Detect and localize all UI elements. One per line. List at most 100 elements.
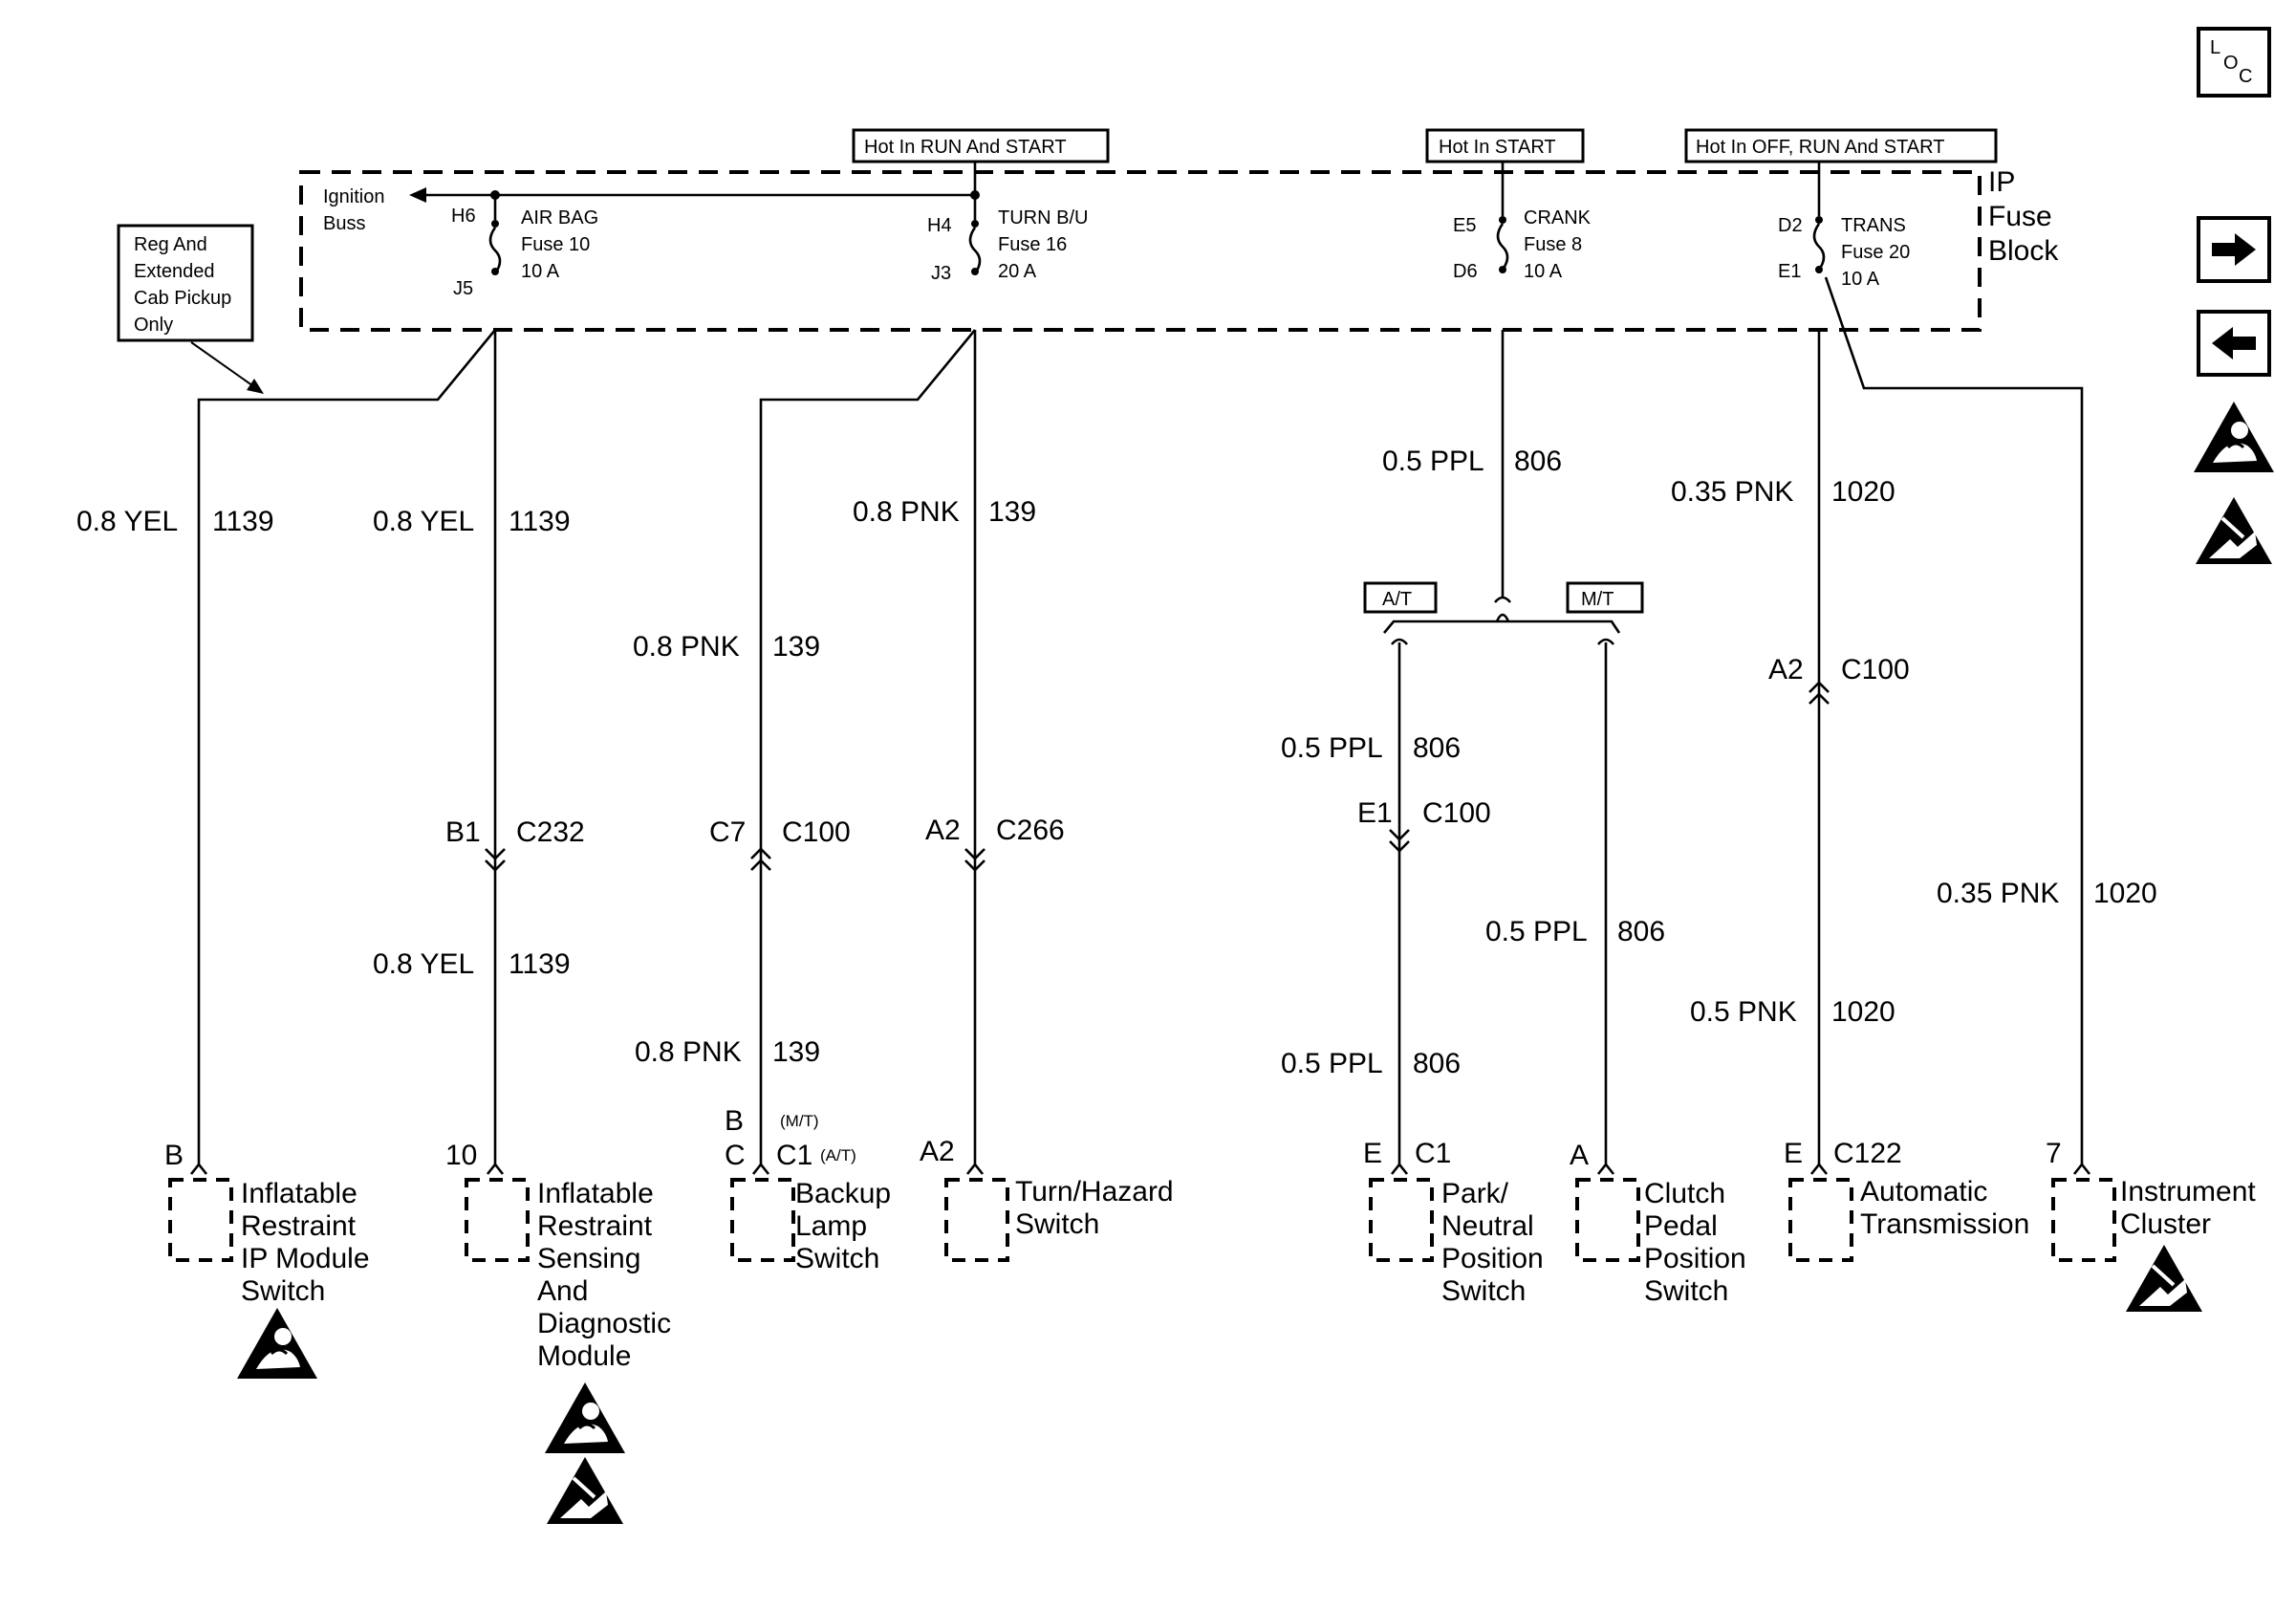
fuse-out-pin: D6 (1453, 261, 1478, 282)
loc-letter: C (2239, 66, 2252, 87)
component-label: Inflatable (537, 1178, 654, 1209)
wire-size-color: 0.8 YEL (373, 948, 474, 980)
component-label: Switch (241, 1275, 325, 1307)
fuse-block-label-1: IP (1988, 166, 2015, 198)
option-tag: (M/T) (780, 1112, 819, 1130)
fuse-crank: E5 D6 CRANK Fuse 8 10 A (1453, 207, 1592, 282)
inline-connectors: B1 C232 C7 C100 A2 C266 E1 C100 A2 C100 (445, 654, 1910, 872)
component-label: Position (1441, 1243, 1544, 1274)
component-label: Cluster (2120, 1208, 2211, 1240)
component-turn-hazard-switch: A2 Turn/Hazard Switch (920, 1136, 1174, 1262)
component-instrument-cluster: 7 Instrument Cluster (2046, 1138, 2256, 1314)
fuse-air-bag: H6 J5 AIR BAG Fuse 10 10 A (451, 195, 598, 299)
component-pin: A2 (920, 1136, 955, 1167)
wire-size-color: 0.35 PNK (1671, 476, 1793, 508)
component-connector: C1 (776, 1140, 812, 1171)
connector-name: C100 (1841, 654, 1910, 685)
component-pin: E (1363, 1138, 1382, 1169)
wire-size-color: 0.8 PNK (853, 496, 960, 528)
arrow-left-icon[interactable] (2197, 310, 2271, 377)
wire-circuit: 806 (1617, 916, 1665, 947)
arrow-right-icon[interactable] (2197, 216, 2271, 283)
fuse-number: Fuse 10 (521, 234, 590, 255)
wire-circuit: 806 (1514, 446, 1562, 477)
component-label: Neutral (1441, 1210, 1534, 1242)
wire-circuit: 1020 (1831, 476, 1895, 508)
wire-size-color: 0.5 PNK (1690, 996, 1797, 1028)
component-label: Inflatable (241, 1178, 357, 1209)
wire-size-color: 0.5 PPL (1485, 916, 1588, 947)
component-label: Switch (1644, 1275, 1728, 1307)
loc-letter: O (2223, 53, 2239, 74)
component-sdm: 10 Inflatable Restraint Sensing And Diag… (445, 1140, 671, 1526)
fuse-name: TURN B/U (998, 207, 1088, 228)
esd-warning-icon (2124, 1243, 2204, 1314)
component-pin: B (725, 1105, 744, 1137)
esd-nav-icon[interactable] (2194, 495, 2274, 566)
component-label: Turn/Hazard (1015, 1176, 1174, 1208)
wire-circuit: 1020 (1831, 996, 1895, 1028)
wire-size-color: 0.8 YEL (373, 506, 474, 537)
component-label: Switch (1441, 1275, 1526, 1307)
airbag-warning-icon (235, 1306, 319, 1381)
connector-name: C232 (516, 816, 585, 848)
connector-name: C100 (1422, 797, 1491, 829)
fuse-rating: 10 A (1841, 269, 1880, 290)
connector-pin: A2 (1768, 654, 1804, 685)
component-label: Park/ (1441, 1178, 1509, 1209)
component-label: Backup (795, 1178, 891, 1209)
wire-size-color: 0.5 PPL (1382, 446, 1484, 477)
component-ip-module-switch: B Inflatable Restraint IP Module Switch (164, 1140, 370, 1381)
loc-button[interactable]: L O C (2197, 27, 2271, 98)
wire-circuit: 139 (772, 631, 820, 663)
wire-size-color: 0.35 PNK (1937, 878, 2059, 909)
fuse-name: TRANS (1841, 215, 1906, 236)
connector-pin: B1 (445, 816, 481, 848)
wire-circuit: 1139 (212, 506, 274, 537)
wire-circuit: 1139 (509, 506, 571, 537)
wire-circuit: 806 (1413, 732, 1461, 764)
fuse-number: Fuse 8 (1524, 234, 1582, 255)
component-pin: C (725, 1140, 746, 1171)
fuse-in-pin: D2 (1778, 215, 1803, 236)
ip-fuse-block: IP Fuse Block Ignition Buss Hot In RUN A… (299, 128, 2059, 332)
fuse-out-pin: J5 (453, 278, 473, 299)
option-tag-mt: M/T (1581, 589, 1614, 610)
component-label: Switch (1015, 1208, 1099, 1240)
wire-circuit: 139 (988, 496, 1036, 528)
wire-size-color: 0.8 YEL (76, 506, 178, 537)
arrow-left-buss-icon (409, 187, 426, 203)
connector-pin: C7 (709, 816, 746, 848)
fuse-block-label-2: Fuse (1988, 201, 2052, 232)
loc-letter: L (2210, 37, 2220, 58)
wire-size-color: 0.8 PNK (635, 1036, 742, 1068)
option-tag-at: A/T (1382, 589, 1412, 610)
component-pin: 7 (2046, 1138, 2062, 1169)
wire-size-color: 0.8 PNK (633, 631, 740, 663)
fuse-turn-bu: H4 J3 TURN B/U Fuse 16 20 A (927, 195, 1088, 284)
hot-start-label: Hot In START (1439, 137, 1556, 158)
component-automatic-transmission: E C122 Automatic Transmission (1784, 1138, 2029, 1262)
fuse-in-pin: H4 (927, 215, 952, 236)
component-label: Switch (795, 1243, 879, 1274)
fuse-in-pin: H6 (451, 206, 476, 227)
component-label: Restraint (537, 1210, 653, 1242)
component-pin: E (1784, 1138, 1803, 1169)
component-label: Clutch (1644, 1178, 1725, 1209)
airbag-nav-icon[interactable] (2192, 400, 2276, 474)
fuse-in-pin: E5 (1453, 215, 1476, 236)
connector-pin: A2 (925, 815, 961, 846)
wire-circuit: 139 (772, 1036, 820, 1068)
hot-run-start-label: Hot In RUN And START (864, 137, 1067, 158)
wire-circuit: 1139 (509, 948, 571, 980)
fuse-trans: D2 E1 TRANS Fuse 20 10 A (1778, 215, 1910, 290)
fuse-out-pin: E1 (1778, 261, 1801, 282)
component-label: IP Module (241, 1243, 370, 1274)
esd-warning-icon (545, 1455, 625, 1526)
component-park-neutral-switch: E C1 Park/ Neutral Position Switch (1363, 1138, 1544, 1307)
connector-name: C100 (782, 816, 851, 848)
wire-size-color: 0.5 PPL (1281, 1048, 1383, 1079)
fuse-rating: 10 A (521, 261, 560, 282)
wire-circuit: 1020 (2093, 878, 2157, 909)
